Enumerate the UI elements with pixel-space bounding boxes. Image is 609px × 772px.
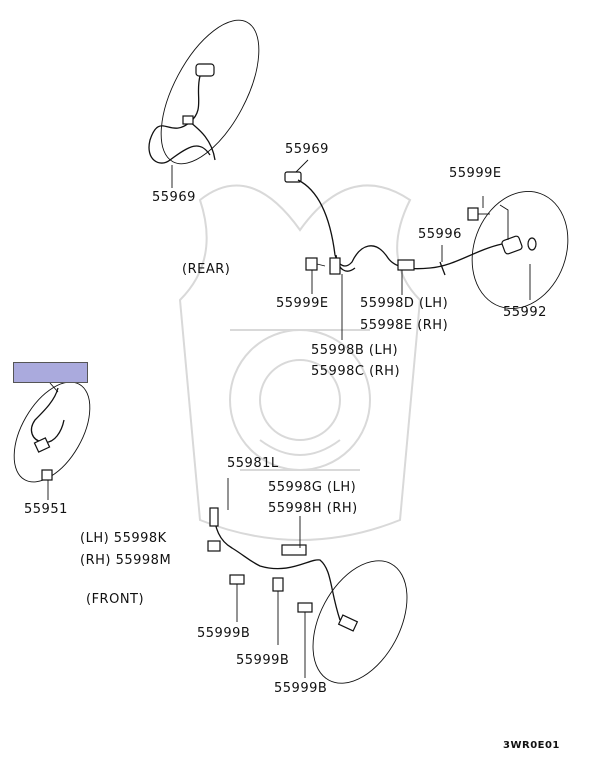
part-label-55992[interactable]: 55992 bbox=[503, 305, 547, 320]
part-label-55998d[interactable]: 55998D (LH) bbox=[360, 296, 449, 311]
part-label-55998g[interactable]: 55998G (LH) bbox=[268, 480, 357, 495]
part-label-55998e[interactable]: 55998E (RH) bbox=[360, 318, 449, 333]
part-label-55998m[interactable]: (RH) 55998M bbox=[80, 553, 172, 568]
part-label-55951[interactable]: 55951 bbox=[24, 502, 68, 517]
diagram-code: 3WR0E01 bbox=[503, 740, 560, 751]
part-label-55969-rear-cable[interactable]: 55969 bbox=[152, 190, 196, 205]
part-label-55999b-2[interactable]: 55999B bbox=[236, 653, 290, 668]
rear-section-label: (REAR) bbox=[182, 262, 231, 277]
rear-cable-group bbox=[284, 159, 569, 340]
part-label-55998h[interactable]: 55998H (RH) bbox=[268, 501, 358, 516]
rear-sensor-top-group bbox=[148, 19, 260, 188]
highlight-box[interactable] bbox=[13, 362, 88, 383]
front-cable-group bbox=[207, 478, 408, 684]
part-label-55969-rear-top[interactable]: 55969 bbox=[285, 142, 329, 157]
part-label-55999e-top[interactable]: 55999E bbox=[449, 166, 502, 181]
part-label-55998c[interactable]: 55998C (RH) bbox=[311, 364, 401, 379]
part-label-55999b-1[interactable]: 55999B bbox=[197, 626, 251, 641]
part-label-55998k[interactable]: (LH) 55998K bbox=[80, 531, 167, 546]
part-label-55999b-3[interactable]: 55999B bbox=[274, 681, 328, 696]
part-label-55981l[interactable]: 55981L bbox=[227, 456, 279, 471]
part-label-55999e-left[interactable]: 55999E bbox=[276, 296, 329, 311]
part-label-55998b[interactable]: 55998B (LH) bbox=[311, 343, 399, 358]
front-section-label: (FRONT) bbox=[86, 592, 145, 607]
front-sensor-group bbox=[13, 381, 91, 500]
part-label-55996[interactable]: 55996 bbox=[418, 227, 462, 242]
